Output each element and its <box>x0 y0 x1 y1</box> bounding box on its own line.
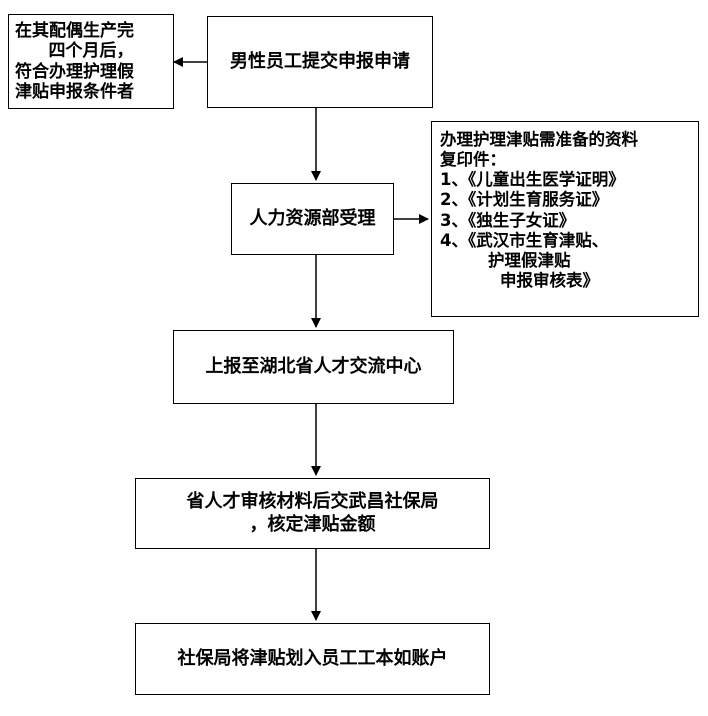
step-label: 上报至湖北省人才交流中心 <box>205 355 422 377</box>
step-hr-accept: 人力资源部受理 <box>231 183 394 255</box>
step-label: 社保局将津贴划入员工工本如账户 <box>177 647 448 669</box>
eligibility-note: 在其配偶生产完 四个月后， 符合办理护理假 津贴申报条件者 <box>8 14 174 109</box>
documents-note-item: 2、《计划生育服务证》 <box>440 190 609 210</box>
documents-note: 办理护理津贴需准备的资料 复印件： 1、《儿童出生医学证明》 2、《计划生育服务… <box>431 121 699 317</box>
eligibility-note-line: 在其配偶生产完 <box>15 21 134 41</box>
documents-note-item: 3、《独生子女证》 <box>440 210 576 230</box>
step-label: ，核定津贴金额 <box>249 513 376 535</box>
step-transfer-allowance: 社保局将津贴划入员工工本如账户 <box>135 623 490 695</box>
documents-note-item: 1、《儿童出生医学证明》 <box>440 170 625 190</box>
documents-note-title: 复印件： <box>440 150 506 170</box>
step-report-talent-center: 上报至湖北省人才交流中心 <box>173 330 454 404</box>
documents-note-item: 4、《武汉市生育津贴、 <box>440 230 609 250</box>
step-label: 人力资源部受理 <box>249 207 376 229</box>
step-label: 省人才审核材料后交武昌社保局 <box>186 491 439 512</box>
step-label: 男性员工提交申报申请 <box>230 50 410 72</box>
step-submit-application: 男性员工提交申报申请 <box>207 16 433 108</box>
step-review-social-security: 省人才审核材料后交武昌社保局 ，核定津贴金额 <box>135 478 490 549</box>
eligibility-note-line: 四个月后， <box>48 41 134 62</box>
eligibility-note-line: 符合办理护理假 <box>15 61 134 82</box>
eligibility-note-line: 津贴申报条件者 <box>15 82 134 103</box>
documents-note-item: 申报审核表》 <box>500 270 599 290</box>
documents-note-title: 办理护理津贴需准备的资料 <box>440 130 638 149</box>
documents-note-item: 护理假津贴 <box>488 250 571 270</box>
